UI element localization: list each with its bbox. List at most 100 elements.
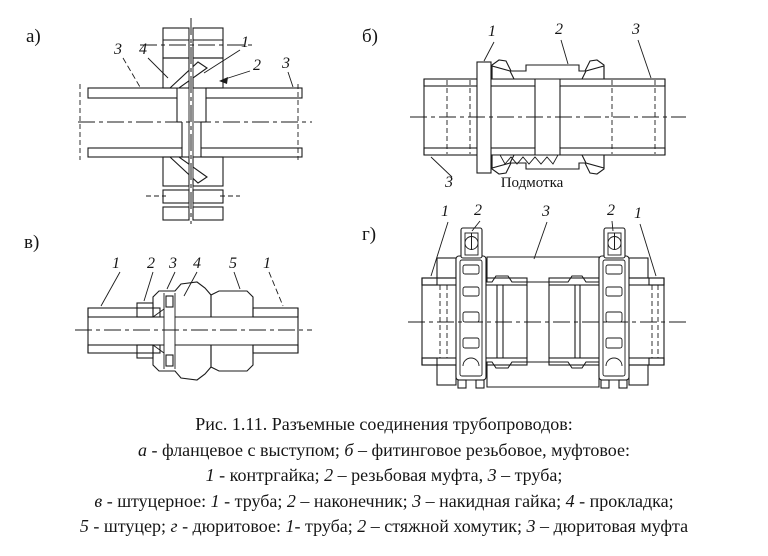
leader-line	[637, 39, 652, 79]
caption-text-run: - контргайка;	[214, 465, 325, 485]
caption-text-run: 2	[286, 490, 296, 511]
callout-5: 5	[229, 255, 237, 272]
caption-text-run: – фитинговое резьбовое, муфтовое:	[353, 439, 630, 460]
caption-line-2: а - фланцевое с выступом; б – фитинговое…	[0, 438, 768, 464]
callout-1-left: 1	[112, 255, 120, 272]
clamp-slot	[462, 264, 480, 275]
caption-text-run: - труба;	[219, 490, 287, 511]
panel-letter-v: в)	[24, 232, 39, 253]
figure-caption: Рис. 1.11. Разъемные соединения трубопро…	[0, 412, 768, 540]
pipe-walls-b	[423, 78, 666, 156]
callout-2: 2	[555, 21, 563, 38]
clamp-slot	[462, 337, 480, 349]
clamp-slot	[605, 337, 623, 349]
clamp-foot	[618, 379, 628, 389]
leader-line	[430, 221, 449, 277]
panel-v-drawing: 1 2 3 4 5 1 в)	[24, 232, 312, 381]
leader-line	[611, 220, 614, 232]
callouts-v: 1 2 3 4 5 1	[100, 255, 284, 307]
caption-text-run: в	[94, 490, 103, 511]
caption-text-run: 3	[412, 490, 422, 511]
callout-3-bottom: 3	[444, 174, 453, 191]
callout-3: 3	[168, 255, 177, 272]
leader-line	[183, 271, 198, 297]
clamp-left	[455, 227, 487, 389]
callout-3-left: 3	[113, 41, 122, 58]
callout-2: 2	[253, 57, 261, 74]
leader-line	[166, 271, 176, 290]
clamp-foot	[457, 379, 467, 389]
callout-1: 1	[241, 34, 249, 51]
figure-drawings: 3 4 1 2 3 а)	[24, 18, 686, 389]
callout-2-left: 2	[474, 202, 482, 219]
callout-3: 3	[541, 203, 550, 220]
caption-text-run: – накидная гайка;	[421, 490, 566, 511]
callout-2-right: 2	[607, 202, 615, 219]
leader-line	[639, 223, 657, 277]
caption-text-run: 3	[487, 465, 497, 485]
caption-text-run: 5	[79, 516, 89, 536]
caption-text-run: – дюритовая муфта	[535, 516, 689, 536]
caption-text-run: Рис. 1.11. Разъемные соединения трубопро…	[195, 414, 573, 434]
caption-line-5: 5 - штуцер; г - дюритовое: 1- труба; 2 –…	[0, 514, 768, 540]
center-collar	[176, 98, 207, 148]
winding-annotation: Подмотка	[501, 175, 564, 191]
panel-b-drawing: 1 2 3 3 Подмотка б)	[362, 21, 686, 191]
leader-line	[483, 41, 495, 62]
panel-a-drawing: 3 4 1 2 3 а)	[26, 18, 312, 224]
caption-line-4: в - штуцерное: 1 - труба; 2 – наконечник…	[0, 489, 768, 515]
callout-3-right: 3	[631, 21, 640, 38]
caption-text-run: - фланцевое с выступом;	[146, 439, 345, 460]
caption-text-run: 4	[565, 490, 575, 511]
caption-text-run: 1	[205, 465, 215, 485]
caption-text-run: 3	[526, 516, 536, 536]
caption-line-3: 1 - контргайка; 2 – резьбовая муфта, 3 –…	[0, 463, 768, 489]
callout-1-right: 1	[634, 205, 642, 222]
panel-g-drawing: 1 2 3 2 1 г)	[362, 202, 686, 389]
caption-text-run: 1	[285, 516, 295, 536]
coupling-body	[491, 59, 605, 175]
caption-text-run: – стяжной хомутик;	[366, 516, 527, 536]
callout-1: 1	[488, 23, 496, 40]
nipple-body	[210, 290, 254, 372]
gasket	[165, 295, 174, 308]
callouts-b: 1 2 3 3 Подмотка	[430, 21, 652, 191]
clamp-foot	[475, 379, 485, 389]
panel-letter-a: а)	[26, 26, 41, 47]
gasket-channel	[152, 293, 176, 369]
pipe-walls-a	[79, 84, 303, 160]
caption-text-run: - штуцер;	[88, 516, 171, 536]
callout-2: 2	[147, 255, 155, 272]
leader-arrow	[219, 77, 228, 84]
caption-text-run: 2	[324, 465, 334, 485]
clamp-slot	[605, 264, 623, 275]
callout-4: 4	[139, 41, 147, 58]
leader-line	[533, 221, 548, 260]
caption-text-run: – наконечник;	[295, 490, 413, 511]
callout-1-left: 1	[441, 203, 449, 220]
caption-text-run: - прокладка;	[574, 490, 674, 511]
caption-text-run: б	[344, 439, 354, 460]
caption-text-run: - штуцерное:	[102, 490, 211, 511]
callout-4: 4	[193, 255, 201, 272]
clamp-slot	[605, 286, 623, 297]
clamp-slot	[462, 286, 480, 297]
leader-line	[147, 57, 169, 79]
leader-line	[560, 39, 569, 65]
caption-text-run: – труба;	[496, 465, 563, 485]
caption-line-1: Рис. 1.11. Разъемные соединения трубопро…	[0, 412, 768, 438]
gasket	[165, 354, 174, 367]
panel-letter-b: б)	[362, 26, 378, 47]
caption-text-run: а	[137, 439, 147, 460]
caption-text-run: – резьбовая муфта,	[333, 465, 488, 485]
winding-zigzag	[499, 154, 559, 165]
callout-1-right: 1	[263, 255, 271, 272]
leader-line	[233, 271, 241, 290]
clamp-foot	[600, 379, 610, 389]
callouts-a: 3 4 1 2 3	[113, 34, 294, 88]
leader-line	[268, 271, 284, 307]
leader-line	[287, 71, 294, 88]
leader-line	[122, 57, 141, 88]
panel-letter-g: г)	[362, 224, 376, 245]
